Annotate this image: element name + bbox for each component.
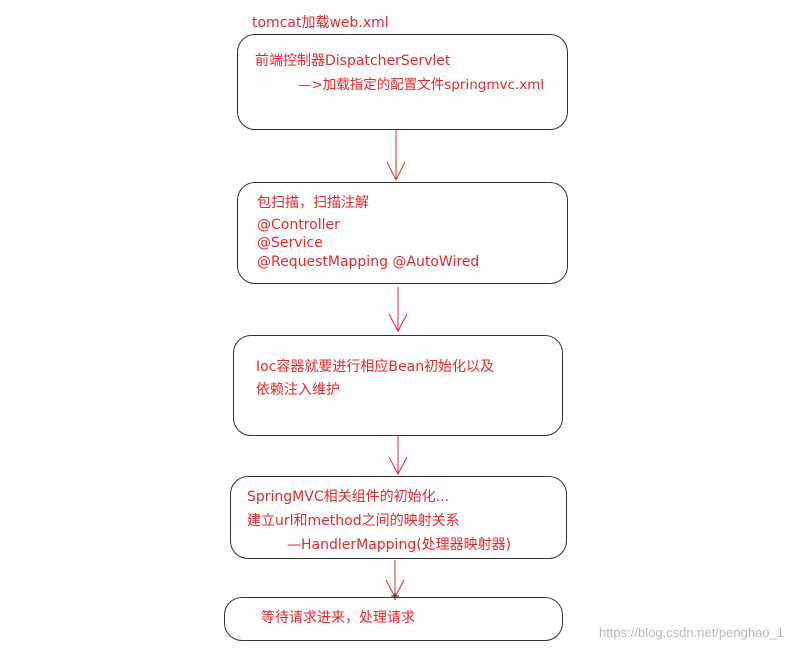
step-3-line-2: 依赖注入维护 xyxy=(256,382,340,398)
arrow-2 xyxy=(388,287,408,333)
step-4-line-3: —HandlerMapping(处理器映射器) xyxy=(287,537,512,553)
step-4-line-2: 建立url和method之间的映射关系 xyxy=(247,513,460,529)
step-1-line-1: 前端控制器DispatcherServlet xyxy=(255,53,451,69)
step-box-5 xyxy=(224,597,563,641)
watermark: https://blog.csdn.net/penghao_1 xyxy=(598,625,784,640)
step-2-line-4: @RequestMapping @AutoWired xyxy=(257,254,480,270)
diagram-title: tomcat加载web.xml xyxy=(252,15,389,31)
step-box-4 xyxy=(230,476,567,559)
crosshair-cursor-icon: + xyxy=(390,589,401,603)
step-box-3 xyxy=(233,335,563,436)
arrow-3 xyxy=(388,436,408,476)
step-5-line-1: 等待请求进来，处理请求 xyxy=(261,610,415,626)
step-2-line-3: @Service xyxy=(257,235,323,251)
step-3-line-1: Ioc容器就要进行相应Bean初始化以及 xyxy=(256,359,495,375)
step-1-line-2: —>加载指定的配置文件springmvc.xml xyxy=(298,77,545,93)
step-4-line-1: SpringMVC相关组件的初始化... xyxy=(247,489,449,505)
step-box-2 xyxy=(237,182,568,284)
step-2-line-1: 包扫描，扫描注解 xyxy=(257,195,369,211)
step-box-1 xyxy=(237,34,568,130)
step-2-line-2: @Controller xyxy=(257,217,340,233)
arrow-1 xyxy=(386,130,406,182)
